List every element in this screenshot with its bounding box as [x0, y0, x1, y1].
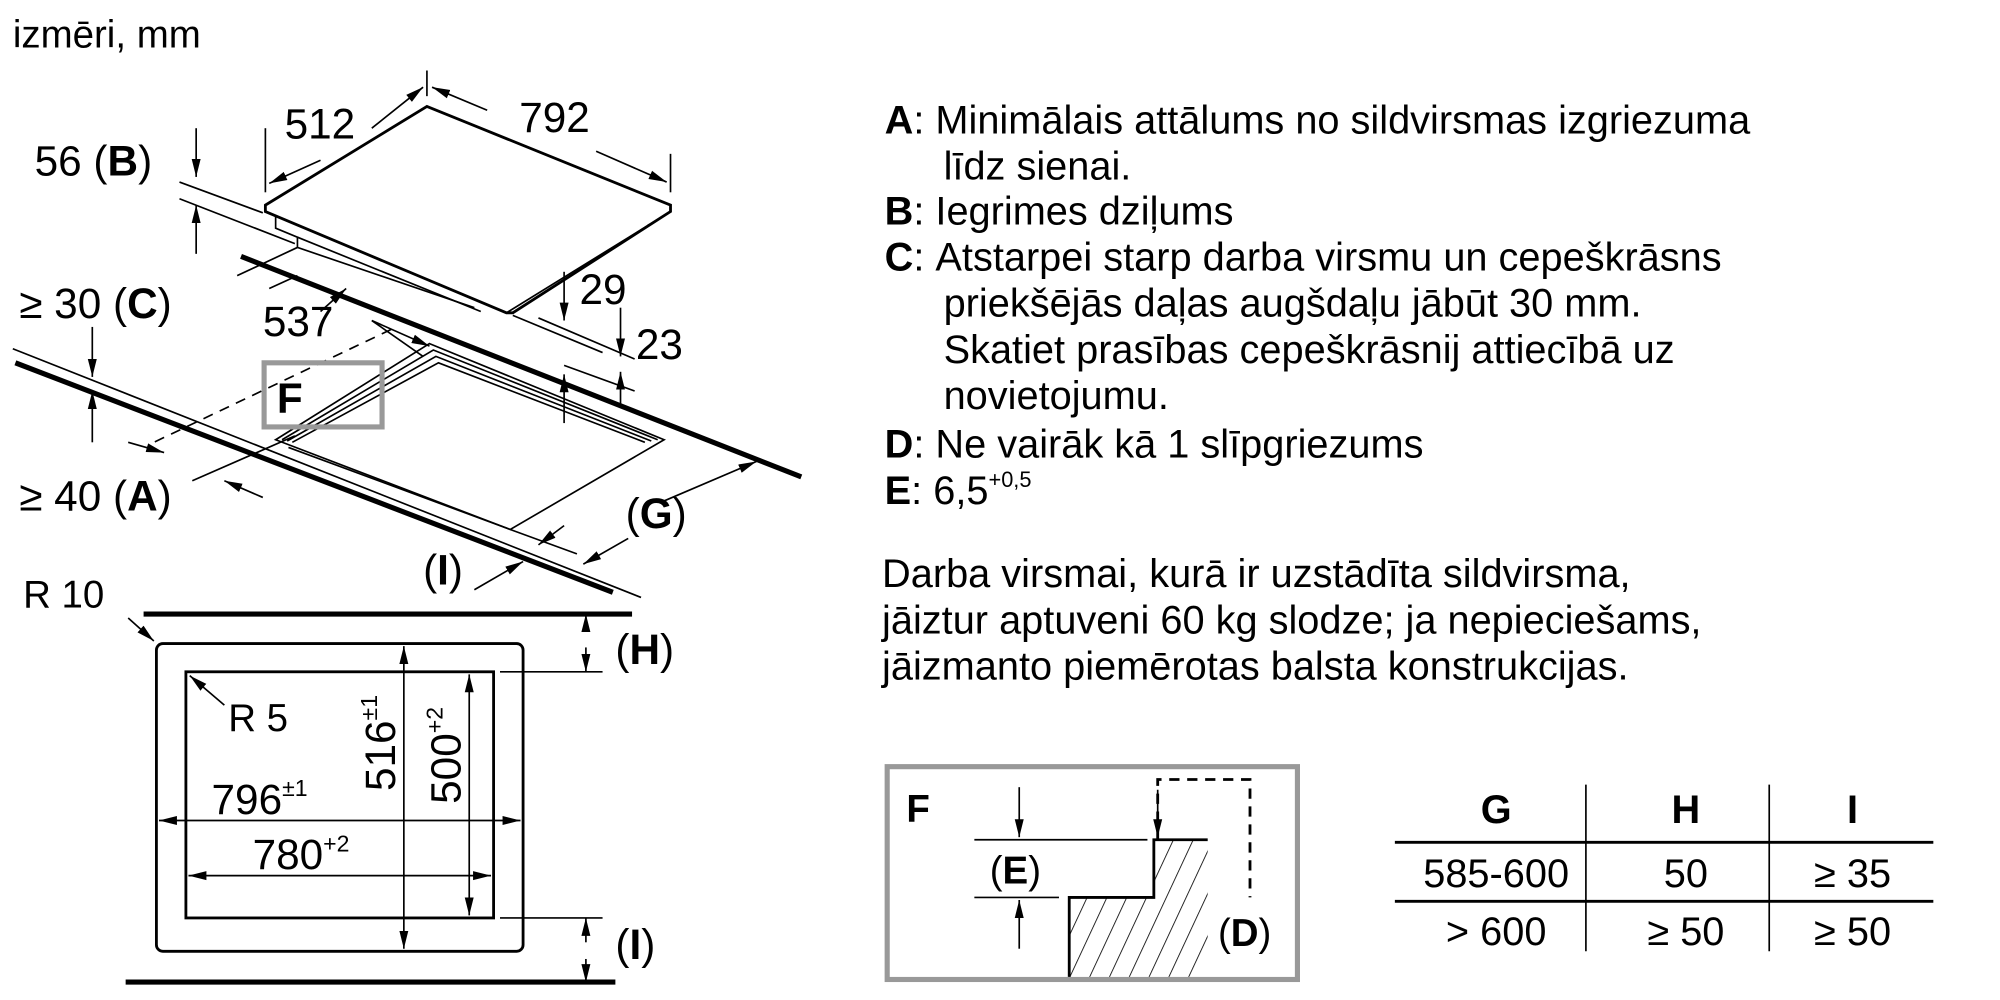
legend-c-line2: priekšējās daļas augšdaļu jābūt 30 mm.: [944, 282, 1642, 326]
radius-5: R 5: [228, 697, 288, 740]
legend-e: E: 6,5+0,5: [885, 467, 1032, 513]
radius-10: R 10: [23, 574, 104, 617]
table-header-g: G: [1481, 788, 1512, 832]
table-cell: ≥ 50: [1814, 910, 1891, 954]
dim-23: 23: [636, 321, 683, 368]
legend-a: A: Minimālais attālums no sildvirsmas iz…: [885, 98, 1751, 142]
note-line2: jāiztur aptuveni 60 kg slodze; ja nepiec…: [881, 598, 1701, 642]
dim-i-iso: (I): [423, 547, 463, 594]
dim-537: 537: [263, 298, 334, 345]
label-d: (D): [1218, 912, 1271, 955]
dim-796: 796±1: [212, 775, 308, 823]
dim-30-c: ≥ 30 (C): [19, 280, 171, 327]
detail-f-marker: [261, 360, 385, 430]
table-cell: ≥ 50: [1647, 910, 1724, 954]
dim-i-plan: (I): [615, 921, 655, 968]
cutout-plan: (H) (I) R 10 R 5 796±1 780+2 516±1 500+2: [23, 574, 674, 985]
legend-c-line4: novietojumu.: [944, 374, 1169, 418]
table-header-h: H: [1672, 788, 1701, 832]
legend-b: B: Iegrimes dziļums: [885, 189, 1234, 233]
dim-h: (H): [615, 626, 674, 673]
table-header-i: I: [1847, 788, 1858, 832]
clearance-table: G H I 585-600 50 ≥ 35 > 600 ≥ 50 ≥ 50: [1394, 784, 1934, 954]
dim-40-a: ≥ 40 (A): [19, 472, 171, 519]
legend-c-line3: Skatiet prasības cepeškrāsnij attiecībā …: [944, 328, 1675, 372]
note-line1: Darba virsmai, kurā ir uzstādīta sildvir…: [882, 552, 1631, 596]
dim-56-b: 56 (B): [35, 138, 153, 185]
table-cell: 585-600: [1423, 852, 1569, 896]
detail-f-label: F: [906, 788, 930, 831]
dim-792: 792: [519, 94, 590, 141]
dim-29: 29: [579, 266, 626, 313]
legend-c: C: Atstarpei starp darba virsmu un cepeš…: [885, 236, 1722, 280]
dim-g: (G): [626, 490, 687, 537]
table-cell: ≥ 35: [1814, 852, 1891, 896]
table-cell: 50: [1664, 852, 1708, 896]
table-cell: > 600: [1446, 910, 1547, 954]
legend-a-line2: līdz sienai.: [944, 144, 1132, 188]
dim-500: 500+2: [421, 707, 469, 804]
dim-512: 512: [285, 100, 356, 147]
note-line3: jāizmanto piemērotas balsta konstrukcija…: [881, 644, 1628, 688]
detail-f: F (E) (D): [884, 764, 1300, 983]
dim-516: 516±1: [356, 695, 404, 791]
dim-780: 780+2: [253, 830, 350, 878]
legend: A: Minimālais attālums no sildvirsmas iz…: [881, 98, 1751, 688]
legend-d: D: Ne vairāk kā 1 slīpgriezums: [885, 423, 1424, 467]
hob-isometric: 512 792 56 (B) 537 29 23 ≥ 30 (C) ≥ 4: [12, 70, 803, 599]
label-f: F: [277, 375, 303, 422]
label-e: (E): [990, 849, 1041, 892]
units-title: izmēri, mm: [13, 13, 201, 56]
